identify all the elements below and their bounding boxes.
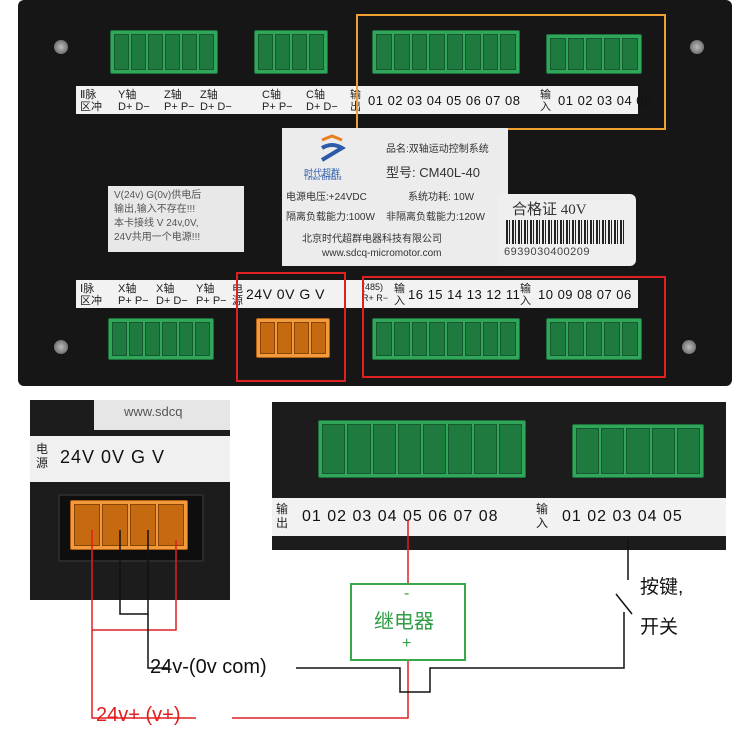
terminal-block-inputs bbox=[546, 34, 642, 74]
nameplate: 时代超群 Times Brilliant 品名:双轴运动控制系统 型号: CM4… bbox=[282, 128, 508, 266]
strip-label: 输 入 bbox=[540, 89, 551, 113]
output-numbers: 01 02 03 04 05 06 07 08 bbox=[368, 93, 521, 108]
switch-label-1: 按键, bbox=[640, 577, 684, 598]
switch-label-2: 开关 bbox=[640, 617, 679, 638]
switch-contact-icon bbox=[615, 593, 633, 615]
power-consumption: 系统功耗: 10W bbox=[408, 192, 475, 203]
input-numbers-low: 10 09 08 07 06 bbox=[538, 287, 632, 302]
highlight-box-inputs bbox=[362, 276, 666, 378]
output-tag: 输 出 bbox=[276, 502, 289, 530]
strip-label: X轴 D+ D− bbox=[156, 283, 188, 307]
screw-icon bbox=[682, 340, 696, 354]
wire-24v-plus bbox=[91, 530, 196, 719]
screw-icon bbox=[690, 40, 704, 54]
input-numbers: 01 02 03 04 05 bbox=[558, 93, 652, 108]
supply-voltage: 电源电压:+24VDC bbox=[286, 192, 367, 203]
rs485-label: (485) R+ R− bbox=[362, 282, 389, 303]
company-name: 北京时代超群电器科技有限公司 bbox=[302, 234, 442, 245]
wire-to-relay-plus bbox=[232, 660, 409, 719]
strip-label: 输 入 bbox=[394, 283, 405, 307]
power-connector-closeup bbox=[70, 500, 188, 550]
power-terminal-block bbox=[256, 318, 330, 358]
power-closeup-photo: www.sdcq 电 源 24V 0V G V bbox=[30, 400, 230, 600]
input-numbers-high: 16 15 14 13 12 11 bbox=[408, 287, 521, 302]
strip-label: X轴 P+ P− bbox=[118, 283, 149, 307]
terminal-block-top-1 bbox=[110, 30, 218, 74]
relay-minus: - bbox=[404, 585, 410, 602]
warning-label: V(24v) G(0v)供电后 输出,输入不存在!!! 本卡接线 V 24v,0… bbox=[108, 186, 244, 252]
label-fragment: www.sdcq bbox=[94, 400, 230, 430]
io-closeup-photo: 输 出 01 02 03 04 05 06 07 08 输 入 01 02 03… bbox=[272, 402, 726, 550]
wire-label-24v: 24v+ (v+) bbox=[96, 704, 181, 726]
wire-0v-to-switch bbox=[296, 612, 625, 693]
power-label-strip: 电 源 24V 0V G V bbox=[30, 436, 230, 482]
strip-label: C轴 P+ P− bbox=[262, 89, 293, 113]
strip-label: Y轴 D+ D− bbox=[118, 89, 150, 113]
strip-label: C轴 D+ D− bbox=[306, 89, 338, 113]
output-numbers-large: 01 02 03 04 05 06 07 08 bbox=[302, 508, 499, 525]
strip-label: Z轴 P+ P− bbox=[164, 89, 195, 113]
strip-label: Z轴 D+ D− bbox=[200, 89, 232, 113]
screw-icon bbox=[54, 340, 68, 354]
strip-label: 输 入 bbox=[520, 283, 531, 307]
isolated-load: 隔离负载能力:100W bbox=[286, 212, 375, 223]
strip-label: Ⅱ脉 区冲 bbox=[80, 89, 102, 113]
input-numbers-large: 01 02 03 04 05 bbox=[562, 508, 683, 525]
barcode bbox=[506, 220, 626, 244]
wire-label-0v: 24v-(0v com) bbox=[150, 656, 267, 678]
terminal-block-outputs bbox=[372, 30, 520, 74]
wire-24v-plus-v bbox=[92, 540, 177, 631]
relay-label: 继电器 bbox=[374, 611, 434, 633]
input-tag: 输 入 bbox=[536, 502, 549, 530]
wire-0v-g-bridge bbox=[119, 530, 149, 615]
power-labels: 24V 0V G V bbox=[246, 286, 325, 302]
bottom-label-strip: Ⅰ脉 区冲 X轴 P+ P− X轴 D+ D− Y轴 P+ P− 电 源 24V… bbox=[76, 280, 638, 308]
controller-panel: Ⅱ脉 区冲 Y轴 D+ D− Z轴 P+ P− Z轴 D+ D− C轴 P+ P… bbox=[18, 0, 732, 386]
certificate-title: 合格证 40V bbox=[512, 202, 587, 218]
power-tag: 电 源 bbox=[36, 442, 49, 470]
highlight-box-io bbox=[356, 14, 666, 130]
io-label-strip: 输 出 01 02 03 04 05 06 07 08 输 入 01 02 03… bbox=[272, 498, 726, 536]
terminal-block-bottom-1 bbox=[108, 318, 214, 360]
highlight-box-power bbox=[236, 272, 346, 382]
website: www.sdcq-micromotor.com bbox=[322, 248, 442, 259]
wire-0v-common bbox=[147, 614, 168, 669]
input-connector-closeup bbox=[572, 424, 704, 478]
certificate-label: 合格证 40V 6939030400209 bbox=[498, 194, 636, 266]
non-isolated-load: 非隔离负载能力:120W bbox=[386, 212, 485, 223]
terminal-block-top-2 bbox=[254, 30, 328, 74]
website-fragment: www.sdcq bbox=[124, 404, 183, 419]
relay-box: - 继电器 + bbox=[350, 583, 466, 661]
product-name: 品名:双轴运动控制系统 bbox=[386, 144, 489, 155]
output-connector-closeup bbox=[318, 420, 526, 478]
terminal-block-inputs-low bbox=[546, 318, 642, 360]
brand-name-en: Times Brilliant bbox=[304, 176, 342, 182]
strip-label: Y轴 P+ P− bbox=[196, 283, 227, 307]
relay-plus: + bbox=[402, 635, 412, 652]
brand-logo-icon bbox=[320, 134, 346, 162]
power-labels-large: 24V 0V G V bbox=[60, 447, 166, 467]
strip-label: Ⅰ脉 区冲 bbox=[80, 283, 102, 307]
screw-icon bbox=[54, 40, 68, 54]
model-number: 型号: CM40L-40 bbox=[386, 165, 480, 180]
brand-name: 时代超群 bbox=[304, 168, 341, 178]
terminal-block-inputs-high bbox=[372, 318, 520, 360]
strip-label: 输 出 bbox=[350, 89, 361, 113]
barcode-number: 6939030400209 bbox=[504, 246, 591, 258]
